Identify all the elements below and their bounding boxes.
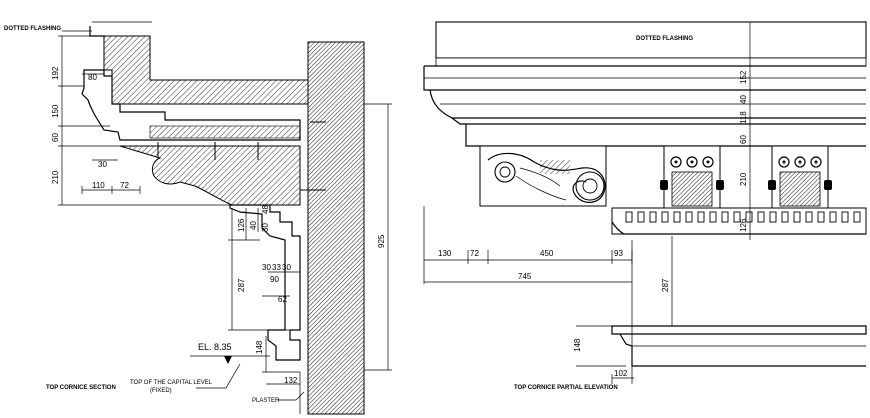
elev-dim-72: 72 — [470, 249, 479, 258]
cornice-section: DOTTED FLASHING 192 150 60 210 80 30 110… — [4, 21, 392, 415]
capital-note-2: (FIXED) — [150, 388, 172, 394]
dentil-block — [673, 211, 681, 223]
dim-40: 40 — [249, 221, 258, 230]
dim-48: 48 — [261, 205, 270, 214]
elev-dim-130: 130 — [438, 249, 452, 258]
elevation-marker: EL. 8.35 — [198, 342, 232, 352]
cornice-elevation: DOTTED FLASHING 152 40 118 60 210 126 13… — [423, 21, 867, 391]
top-slab — [103, 35, 309, 105]
dim-30-d: 30 — [282, 263, 291, 272]
capital-note-1: TOP OF THE CAPITAL LEVEL — [130, 380, 213, 386]
beam-hatch — [149, 125, 301, 139]
dim-72: 72 — [120, 181, 129, 190]
scroll-bracket — [479, 145, 607, 207]
dim-30-b: 30 — [261, 223, 270, 232]
dentil-block — [805, 211, 813, 223]
dentil-block — [841, 211, 849, 223]
elev-dim-450: 450 — [540, 249, 554, 258]
dentil-block — [817, 211, 825, 223]
dim-148: 148 — [255, 340, 264, 354]
elevation-caption: TOP CORNICE PARTIAL ELEVATION — [514, 385, 618, 391]
dim-126: 126 — [237, 218, 246, 232]
dentil-block — [697, 211, 705, 223]
dim-80: 80 — [88, 73, 97, 82]
elev-dim-210: 210 — [739, 172, 748, 186]
dentil-block — [649, 211, 657, 223]
dim-62: 62 — [278, 295, 287, 304]
elev-dim-102: 102 — [614, 369, 628, 378]
dentil-block — [625, 211, 633, 223]
dim-30-c: 30 — [262, 263, 271, 272]
dentil-block — [769, 211, 777, 223]
capital-right — [768, 145, 832, 211]
dim-287: 287 — [237, 278, 246, 292]
section-top-note: DOTTED FLASHING — [4, 26, 61, 32]
dentil-block — [853, 211, 861, 223]
dim-30: 30 — [98, 160, 107, 169]
elev-dim-126: 126 — [739, 218, 748, 232]
dentil-block — [721, 211, 729, 223]
elev-dim-152: 152 — [739, 70, 748, 84]
dentil-block — [745, 211, 753, 223]
dim-192: 192 — [51, 66, 60, 80]
plaster-label: PLASTER — [252, 398, 280, 404]
elev-dim-148: 148 — [573, 338, 582, 352]
dim-33: 33 — [272, 263, 281, 272]
section-caption: TOP CORNICE SECTION — [46, 385, 116, 391]
fascia-top — [435, 21, 867, 59]
dim-110: 110 — [92, 181, 105, 190]
dentil-block — [661, 211, 669, 223]
dim-925: 925 — [377, 234, 386, 248]
dim-60: 60 — [51, 133, 60, 142]
dentil-block — [793, 211, 801, 223]
elev-dim-287: 287 — [661, 278, 670, 292]
dentil-block — [829, 211, 837, 223]
dim-90: 90 — [270, 275, 279, 284]
dentil-block — [781, 211, 789, 223]
dim-132: 132 — [284, 376, 298, 385]
elev-dim-118: 118 — [739, 111, 748, 124]
elev-dim-40: 40 — [739, 95, 748, 104]
dim-210: 210 — [51, 170, 60, 184]
elev-dim-60: 60 — [739, 135, 748, 144]
dentil-block — [685, 211, 693, 223]
dentil-block — [757, 211, 765, 223]
dentil-block — [733, 211, 741, 223]
elev-dim-745: 745 — [518, 272, 532, 281]
elevation-top-note: DOTTED FLASHING — [636, 36, 693, 42]
dim-150: 150 — [51, 104, 60, 118]
capital-left — [660, 145, 724, 211]
dentil-block — [637, 211, 645, 223]
corbel-profile — [119, 145, 301, 206]
wall-hatch — [307, 41, 365, 415]
dentil-band — [625, 211, 861, 223]
elev-dim-93: 93 — [614, 249, 623, 258]
dentil-block — [709, 211, 717, 223]
